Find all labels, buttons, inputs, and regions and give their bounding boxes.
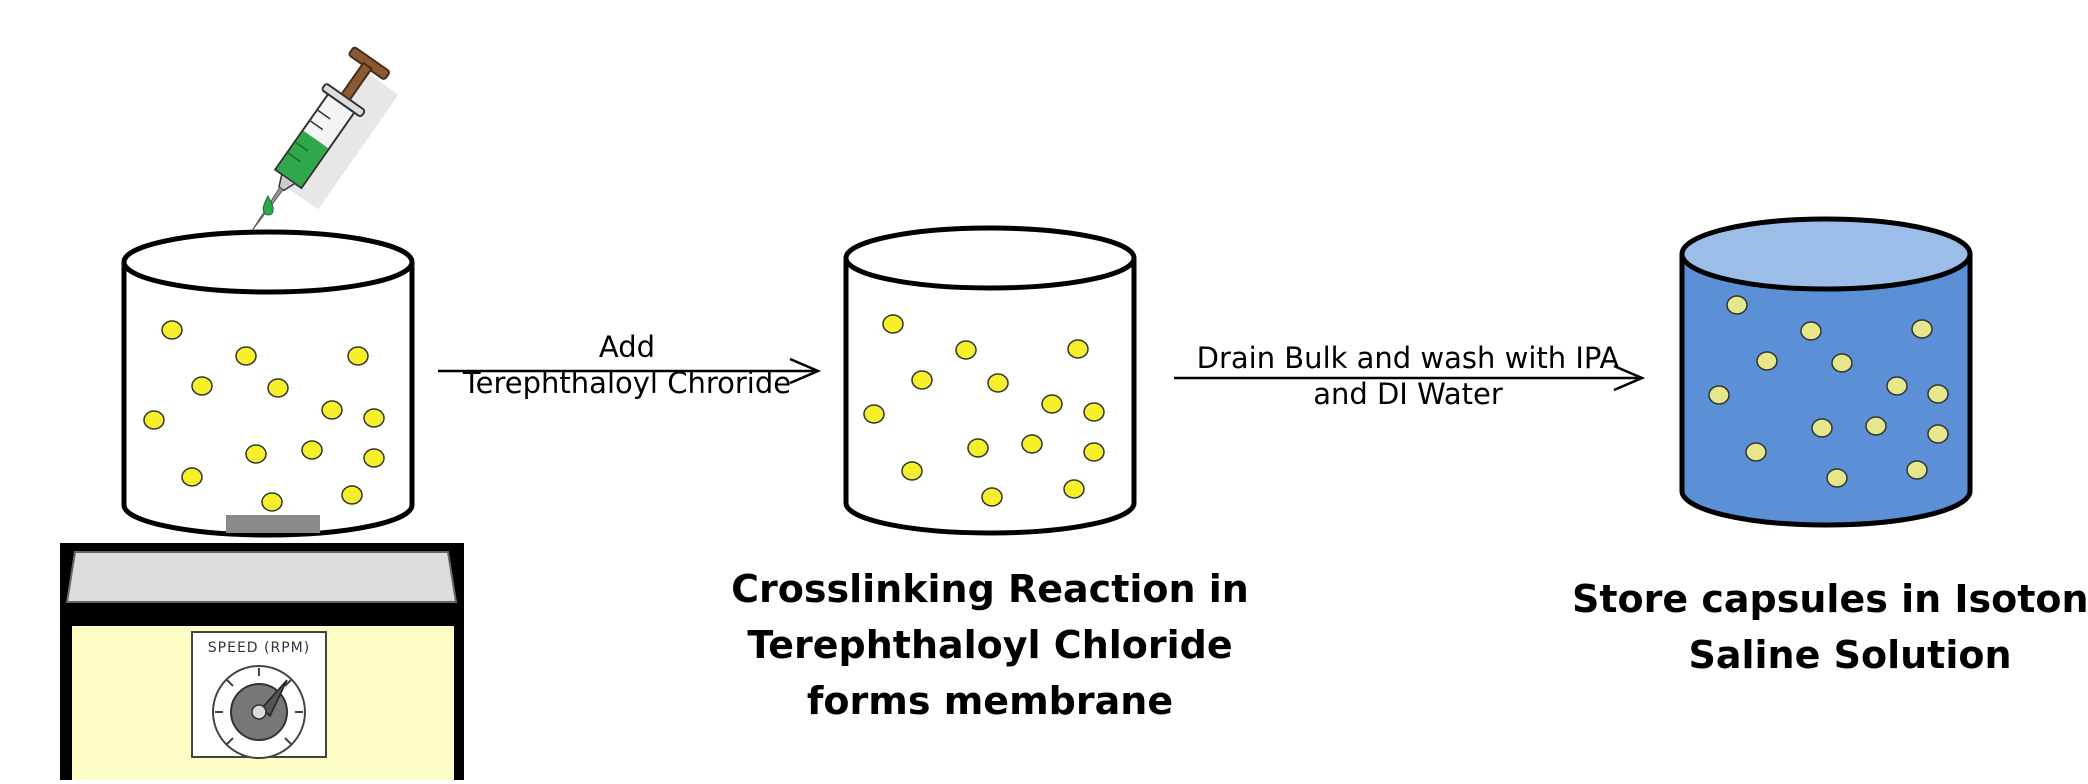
caption-line: Crosslinking Reaction in [731,567,1249,611]
capsule-group [1708,295,1949,488]
capsule-icon [901,461,923,481]
syringe-icon [252,46,399,230]
dial-icon[interactable] [212,665,306,759]
step-3-caption: Store capsules in Isotonic Saline Soluti… [1572,571,2088,683]
capsule-icon [1906,460,1928,480]
capsule-icon [191,376,213,396]
dial-label: SPEED (RPM) [208,640,310,656]
capsule-icon [143,410,165,430]
capsule-icon [363,408,385,428]
capsule-icon [161,320,183,340]
capsule-icon [1800,321,1822,341]
capsule-icon [981,487,1003,507]
capsule-icon [1865,416,1887,436]
capsule-icon [955,340,977,360]
capsule-icon [321,400,343,420]
arrow-1-label: Add Terephthaloyl Chroride [440,329,814,401]
capsule-icon [863,404,885,424]
capsule-icon [911,370,933,390]
capsule-icon [245,444,267,464]
caption-line: Terephthaloyl Chloride [747,623,1233,667]
capsule-icon [1927,384,1949,404]
capsule-icon [341,485,363,505]
arrow-2-label-line: Drain Bulk and wash with IPA [1196,341,1620,375]
arrow-2 [1174,364,1646,392]
capsule-icon [1063,479,1085,499]
arrow-1-label-line: Add [598,330,656,364]
capsule-icon [1726,295,1748,315]
capsule-icon [261,492,283,512]
arrow-2-label: Drain Bulk and wash with IPA and DI Wate… [1174,340,1642,412]
step-2-caption: Crosslinking Reaction in Terephthaloyl C… [730,561,1250,729]
beaker-icon [1679,216,1973,528]
capsule-icon [1745,442,1767,462]
capsule-icon [882,314,904,334]
capsule-icon [347,346,369,366]
arrow-1-label-line: Terephthaloyl Chroride [462,366,792,400]
capsule-icon [1831,353,1853,373]
capsule-icon [1067,339,1089,359]
stir-bar-icon [226,515,320,533]
stirrer-plate: SPEED (RPM) [60,543,464,780]
capsule-icon [1083,402,1105,422]
caption-line: Saline Solution [1688,633,2012,677]
beaker-icon [121,229,415,538]
capsule-icon [363,448,385,468]
capsule-icon [1811,418,1833,438]
capsule-icon [967,438,989,458]
capsule-icon [1886,376,1908,396]
capsule-icon [1021,434,1043,454]
capsule-icon [267,378,289,398]
capsule-group [863,314,1105,507]
capsule-icon [1826,468,1848,488]
capsule-group [143,320,385,512]
capsule-icon [181,467,203,487]
capsule-icon [1083,442,1105,462]
capsule-icon [301,440,323,460]
capsule-icon [1927,424,1949,444]
capsule-icon [1041,394,1063,414]
capsule-icon [1708,385,1730,405]
caption-line: forms membrane [806,679,1174,723]
capsule-icon [1911,319,1933,339]
capsule-icon [987,373,1009,393]
arrow-2-label-line: and DI Water [1313,377,1503,411]
arrow-1 [438,357,822,385]
capsule-icon [235,346,257,366]
capsule-icon [1756,351,1778,371]
droplet-icon [262,194,274,216]
caption-line: Store capsules in Isotonic [1572,577,2088,621]
